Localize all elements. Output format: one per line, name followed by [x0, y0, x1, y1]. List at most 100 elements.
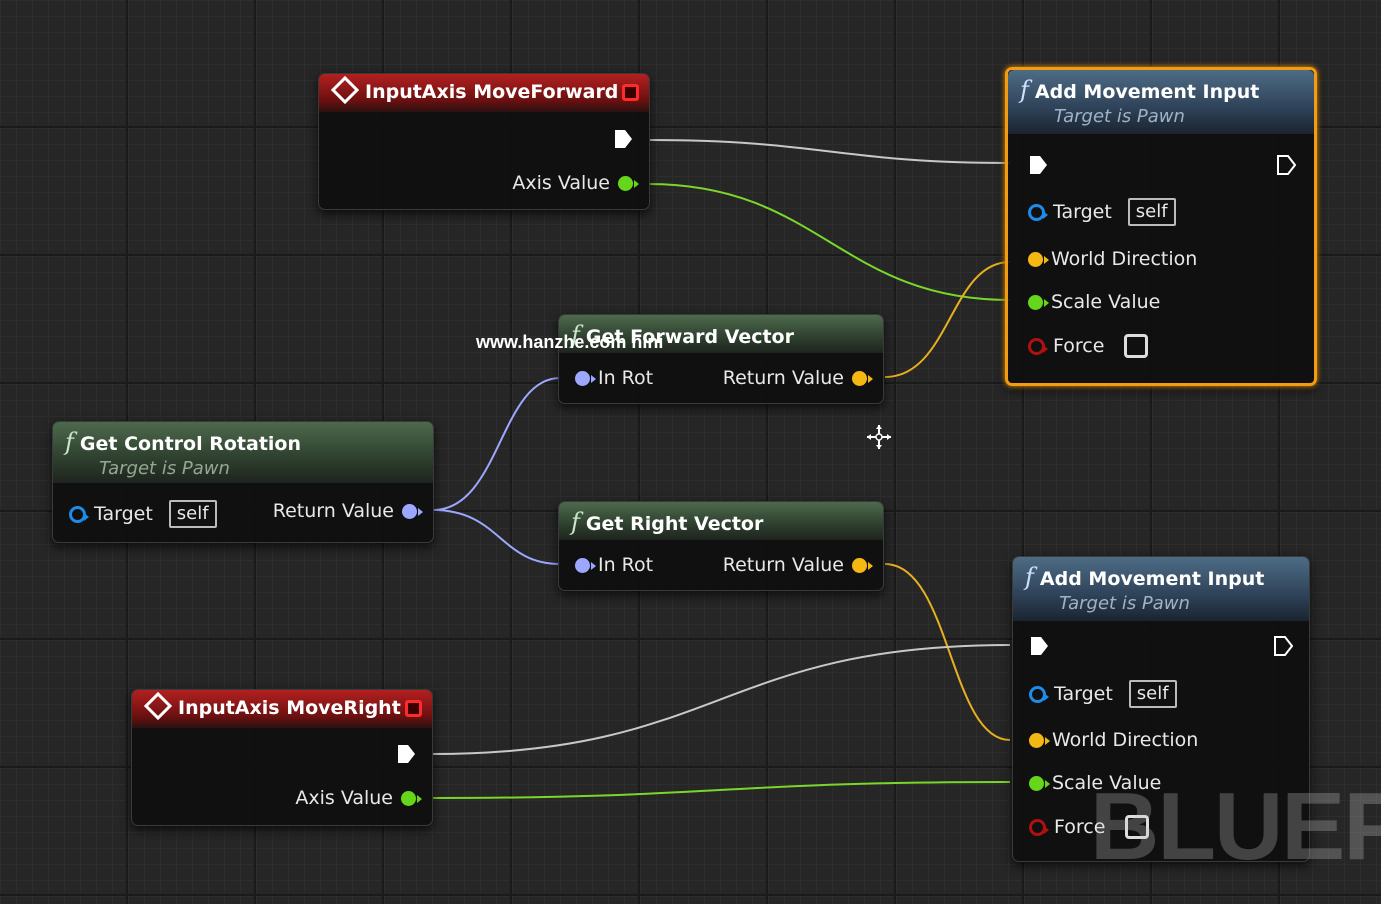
- website-watermark: www.hanzhe.com nini: [476, 332, 664, 352]
- world-direction-input[interactable]: World Direction: [1029, 729, 1206, 751]
- target-input[interactable]: Target self: [1028, 198, 1176, 226]
- move-cursor-icon: [867, 425, 891, 449]
- force-input[interactable]: Force: [1029, 815, 1150, 839]
- exec-output[interactable]: [1273, 635, 1293, 657]
- return-value-output[interactable]: Return Value: [715, 554, 873, 576]
- in-rot-label: In Rot: [598, 367, 654, 389]
- in-rot-input[interactable]: In Rot: [575, 554, 661, 576]
- force-label: Force: [1053, 335, 1105, 357]
- float-pin-icon[interactable]: [1029, 775, 1050, 791]
- target-label: Target: [94, 503, 153, 525]
- input-axis-move-forward-node[interactable]: InputAxis MoveForward Axis Value: [318, 73, 650, 210]
- target-label: Target: [1054, 683, 1113, 705]
- rotator-wire-to-forward: [432, 377, 561, 511]
- float-pin-icon[interactable]: [401, 790, 422, 806]
- force-checkbox[interactable]: [1124, 334, 1149, 358]
- vector-pin-icon[interactable]: [1029, 732, 1050, 748]
- exec-pin-icon[interactable]: [613, 128, 633, 150]
- vector-pin-icon[interactable]: [852, 557, 873, 573]
- node-title: InputAxis MoveRight: [178, 697, 401, 719]
- node-header: InputAxis MoveForward: [319, 74, 649, 112]
- function-icon: f: [1025, 563, 1034, 591]
- vector-pin-icon[interactable]: [852, 370, 873, 386]
- object-pin-icon[interactable]: [69, 505, 89, 523]
- target-input[interactable]: Target self: [1029, 680, 1177, 708]
- target-input[interactable]: Target self: [69, 500, 217, 528]
- node-header: InputAxis MoveRight: [132, 690, 432, 728]
- exec-output-row[interactable]: [396, 743, 416, 765]
- float-wire-right: [431, 781, 1011, 799]
- exec-input[interactable]: [1028, 154, 1048, 176]
- scale-value-input[interactable]: Scale Value: [1028, 291, 1168, 313]
- scale-value-label: Scale Value: [1052, 772, 1162, 794]
- node-subtitle: Target is Pawn: [99, 458, 230, 479]
- node-title: Get Control Rotation: [79, 433, 301, 455]
- axis-value-label: Axis Value: [512, 172, 610, 194]
- world-direction-label: World Direction: [1051, 248, 1198, 270]
- event-diamond-icon: [143, 691, 173, 721]
- axis-value-output[interactable]: Axis Value: [287, 787, 422, 809]
- world-direction-label: World Direction: [1052, 729, 1199, 751]
- function-icon: f: [1020, 76, 1029, 104]
- node-subtitle: Target is Pawn: [1054, 106, 1185, 127]
- function-icon: f: [571, 321, 580, 349]
- rotator-wire-to-right: [432, 509, 561, 565]
- node-title: InputAxis MoveForward: [365, 81, 619, 103]
- in-rot-input[interactable]: In Rot: [575, 367, 661, 389]
- target-self-default[interactable]: self: [1127, 198, 1176, 226]
- input-axis-move-right-node[interactable]: InputAxis MoveRight Axis Value: [131, 689, 433, 826]
- exec-out-pin-icon[interactable]: [1273, 635, 1293, 657]
- bool-pin-icon[interactable]: [1028, 337, 1048, 355]
- force-label: Force: [1054, 816, 1106, 838]
- node-title: Add Movement Input: [1034, 81, 1260, 103]
- float-pin-icon[interactable]: [618, 175, 639, 191]
- world-direction-input[interactable]: World Direction: [1028, 248, 1205, 270]
- event-diamond-icon: [330, 75, 360, 105]
- axis-value-label: Axis Value: [295, 787, 393, 809]
- rotator-pin-icon[interactable]: [575, 370, 596, 386]
- target-label: Target: [1053, 201, 1112, 223]
- bool-pin-icon[interactable]: [1029, 818, 1049, 836]
- target-self-default[interactable]: self: [168, 500, 217, 528]
- float-pin-icon[interactable]: [1028, 294, 1049, 310]
- node-subtitle: Target is Pawn: [1059, 593, 1190, 614]
- exec-wire-forward: [649, 139, 1011, 164]
- exec-output[interactable]: [1276, 154, 1296, 176]
- exec-in-pin-icon[interactable]: [1028, 154, 1048, 176]
- target-self-default[interactable]: self: [1128, 680, 1177, 708]
- exec-output-row[interactable]: [613, 128, 633, 150]
- exec-input[interactable]: [1029, 635, 1049, 657]
- exec-in-pin-icon[interactable]: [1029, 635, 1049, 657]
- return-value-output[interactable]: Return Value: [265, 500, 423, 522]
- object-pin-icon[interactable]: [1028, 203, 1048, 221]
- vector-pin-icon[interactable]: [1028, 251, 1049, 267]
- force-checkbox[interactable]: [1125, 815, 1150, 839]
- node-title: Get Right Vector: [585, 513, 764, 535]
- vector-wire-right: [884, 563, 1011, 741]
- scale-value-input[interactable]: Scale Value: [1029, 772, 1169, 794]
- node-title: Add Movement Input: [1039, 568, 1265, 590]
- function-icon: f: [571, 508, 580, 536]
- return-value-label: Return Value: [722, 367, 844, 389]
- return-value-output[interactable]: Return Value: [715, 367, 873, 389]
- axis-value-output[interactable]: Axis Value: [504, 172, 639, 194]
- return-value-label: Return Value: [272, 500, 394, 522]
- exec-pin-icon[interactable]: [396, 743, 416, 765]
- rotator-pin-icon[interactable]: [402, 503, 423, 519]
- vector-wire-forward: [884, 261, 1011, 378]
- event-stop-icon: [405, 700, 422, 717]
- exec-out-pin-icon[interactable]: [1276, 154, 1296, 176]
- object-pin-icon[interactable]: [1029, 685, 1049, 703]
- force-input[interactable]: Force: [1028, 334, 1149, 358]
- rotator-pin-icon[interactable]: [575, 557, 596, 573]
